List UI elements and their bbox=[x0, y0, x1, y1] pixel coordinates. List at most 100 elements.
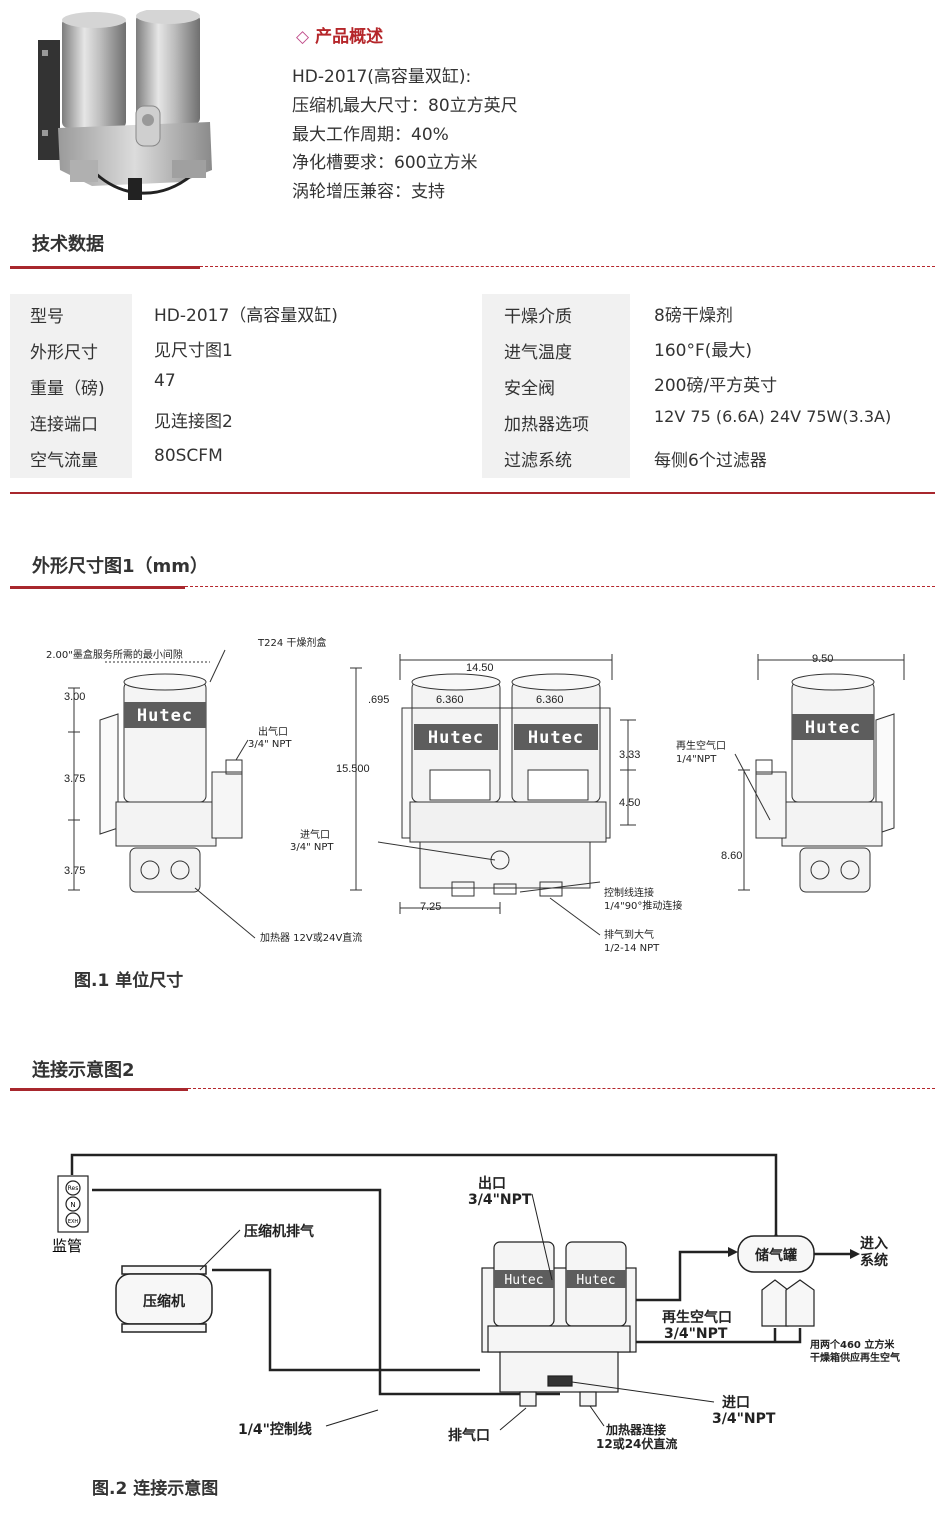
spec-label-column-right bbox=[482, 294, 630, 478]
spec-label: 进气温度 bbox=[504, 343, 572, 363]
overview-line-compressor: 压缩机最大尺寸：80立方英尺 bbox=[292, 96, 518, 116]
tank-label: 储气罐 bbox=[754, 1247, 797, 1264]
dim-label: 7.25 bbox=[420, 901, 441, 913]
spec-value: 80SCFM bbox=[154, 446, 223, 466]
brand-badge: Hutec bbox=[124, 702, 206, 728]
dim-label: 15.500 bbox=[336, 763, 370, 775]
exhaust-port-label: 排气口 bbox=[448, 1427, 490, 1444]
section-title-dims: 外形尺寸图1（mm） bbox=[32, 556, 209, 577]
brand-badge: Hutec bbox=[792, 714, 874, 740]
svg-text:Hutec: Hutec bbox=[576, 1273, 615, 1288]
spec-label: 连接端口 bbox=[30, 415, 98, 435]
section-rule-dashed bbox=[188, 1088, 935, 1089]
spec-table-bottom-rule bbox=[10, 492, 935, 494]
outlet-size: 3/4"NPT bbox=[468, 1192, 532, 1208]
spec-value: 200磅/平方英寸 bbox=[654, 376, 778, 396]
svg-text:Hutec: Hutec bbox=[805, 718, 861, 738]
brand-badge: Hutec bbox=[566, 1270, 626, 1288]
figure-1-caption: 图.1 单位尺寸 bbox=[74, 971, 184, 991]
spec-label: 空气流量 bbox=[30, 451, 98, 471]
outlet-size: 3/4" NPT bbox=[248, 739, 292, 750]
overview-line-purge: 净化槽要求：600立方米 bbox=[292, 153, 478, 173]
spec-value: 8磅干燥剂 bbox=[654, 306, 733, 326]
air-tank bbox=[737, 1235, 815, 1273]
purge-label: 干燥箱供应再生空气 bbox=[810, 1351, 900, 1364]
section-rule bbox=[10, 1088, 188, 1091]
dim-label: .695 bbox=[368, 694, 389, 706]
svg-text:N: N bbox=[70, 1201, 75, 1209]
purge-tanks bbox=[761, 1279, 815, 1327]
figure-2-caption: 图.2 连接示意图 bbox=[92, 1479, 219, 1499]
brand-badge: Hutec bbox=[414, 724, 498, 750]
clearance-label: 2.00"墨盒服务所需的最小间隙 bbox=[46, 648, 183, 661]
section-title-tech: 技术数据 bbox=[32, 234, 104, 255]
dimension-drawing: Hutec Hutec Hutec Hutec 3.00 3.75 3.75 1… bbox=[46, 636, 905, 954]
compressor-drawing bbox=[115, 1265, 213, 1333]
spec-label: 过滤系统 bbox=[504, 451, 572, 471]
section-title-conn: 连接示意图2 bbox=[32, 1060, 135, 1081]
inlet-size: 3/4"NPT bbox=[712, 1411, 776, 1427]
control-line-label: 1/4"控制线 bbox=[238, 1421, 312, 1438]
section-rule bbox=[10, 266, 200, 269]
monitor-panel bbox=[57, 1175, 89, 1233]
spec-value: 160°F(最大) bbox=[654, 341, 752, 361]
spec-value: 47 bbox=[154, 371, 176, 391]
overview-line-duty: 最大工作周期：40% bbox=[292, 125, 449, 145]
dim-label: 3.75 bbox=[64, 773, 85, 785]
spec-label: 重量（磅) bbox=[30, 379, 105, 399]
svg-text:Hutec: Hutec bbox=[528, 728, 584, 748]
overview-title: ◇产品概述 bbox=[296, 27, 384, 47]
dim-label: 3.75 bbox=[64, 865, 85, 877]
overview-line-model: HD-2017(高容量双缸): bbox=[292, 67, 472, 87]
spec-label: 型号 bbox=[30, 307, 64, 327]
svg-text:EXH: EXH bbox=[68, 1219, 79, 1225]
heater-label: 加热器 12V或24V直流 bbox=[260, 931, 362, 944]
spec-label-column-left bbox=[10, 294, 132, 478]
dim-label: 3.00 bbox=[64, 691, 85, 703]
spec-label: 外形尺寸 bbox=[30, 343, 98, 363]
compressor-exhaust-label: 压缩机排气 bbox=[244, 1223, 314, 1240]
product-photo bbox=[38, 10, 212, 200]
dim-label: 8.60 bbox=[721, 850, 742, 862]
control-size: 1/4"90°推动连接 bbox=[604, 899, 682, 912]
spec-value: 每侧6个过滤器 bbox=[654, 451, 767, 471]
into-system-label: 进入 bbox=[860, 1236, 888, 1252]
dim-label: 6.360 bbox=[436, 694, 464, 706]
spec-value: 见连接图2 bbox=[154, 412, 233, 432]
inlet-label: 进口 bbox=[722, 1395, 750, 1411]
spec-table: 型号 外形尺寸 重量（磅) 连接端口 空气流量 HD-2017（高容量双缸) 见… bbox=[10, 294, 935, 478]
heater-label: 12或24伏直流 bbox=[596, 1436, 677, 1451]
dim-label: 6.360 bbox=[536, 694, 564, 706]
spec-label: 干燥介质 bbox=[504, 307, 572, 327]
heater-label: 加热器连接 bbox=[605, 1422, 666, 1437]
svg-text:Hutec: Hutec bbox=[428, 728, 484, 748]
dim-label: 9.50 bbox=[812, 653, 833, 665]
exhaust-label: 排气到大气 bbox=[604, 928, 654, 941]
exhaust-size: 1/2-14 NPT bbox=[604, 943, 660, 954]
dim-label: 4.50 bbox=[619, 797, 640, 809]
cartridge-label: T224 干燥剂盒 bbox=[257, 636, 326, 649]
regen-size: 3/4"NPT bbox=[664, 1326, 728, 1342]
purge-label: 用两个460 立方米 bbox=[809, 1338, 895, 1351]
inlet-label: 进气口 bbox=[300, 828, 330, 841]
dim-label: 3.33 bbox=[619, 749, 640, 761]
dryer-drawing bbox=[481, 1241, 637, 1407]
control-label: 控制线连接 bbox=[604, 886, 654, 899]
svg-text:Hutec: Hutec bbox=[504, 1273, 543, 1288]
inlet-size: 3/4" NPT bbox=[290, 842, 334, 853]
spec-value: 12V 75 (6.6A) 24V 75W(3.3A) bbox=[654, 407, 892, 426]
into-system-label: 系统 bbox=[860, 1252, 888, 1269]
monitor-label: 监管 bbox=[52, 1237, 82, 1255]
spec-label: 安全阀 bbox=[504, 379, 555, 399]
section-rule-dashed bbox=[200, 266, 935, 267]
compressor-label: 压缩机 bbox=[143, 1293, 185, 1310]
section-rule bbox=[10, 586, 185, 589]
dim-label: 14.50 bbox=[466, 662, 494, 674]
spec-label: 加热器选项 bbox=[504, 415, 589, 435]
outlet-label: 出气口 bbox=[258, 725, 288, 738]
spec-value: 见尺寸图1 bbox=[154, 341, 233, 361]
svg-text:Hutec: Hutec bbox=[137, 706, 193, 726]
brand-badge: Hutec bbox=[494, 1270, 554, 1288]
regen-label: 再生空气口 bbox=[662, 1309, 732, 1326]
regen-size: 1/4"NPT bbox=[676, 754, 717, 765]
